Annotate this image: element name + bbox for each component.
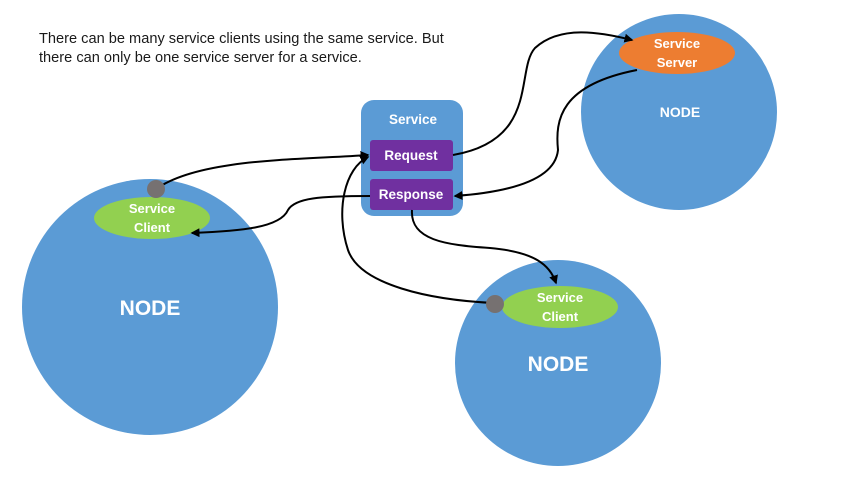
port-client-bottom: [486, 295, 504, 313]
arrow-client-bottom-to-request: [341, 156, 495, 304]
request-button: [370, 140, 453, 171]
request-label: Request: [384, 148, 438, 163]
arrow-server-to-response: [453, 69, 638, 200]
arrow-client-left-to-request: [155, 151, 370, 190]
node-left-label: NODE: [120, 297, 181, 320]
service-server-label-line1: Service: [654, 36, 700, 51]
node-left-circle: [22, 179, 278, 435]
service-client-bottom-ellipse: [502, 286, 618, 328]
service-client-bottom-label-line2: Client: [542, 309, 579, 324]
arrow-response-to-client-bottom: [410, 209, 558, 285]
service-server-label-line2: Server: [657, 55, 697, 70]
response-button: [370, 179, 453, 210]
port-client-left: [147, 180, 165, 198]
service-client-bottom-label-line1: Service: [537, 290, 583, 305]
node-top-right-label: NODE: [660, 104, 700, 120]
caption-text: There can be many service clients using …: [39, 30, 469, 68]
service-server-ellipse: [619, 32, 735, 74]
service-title: Service: [389, 112, 438, 127]
node-bottom-label: NODE: [528, 353, 589, 376]
caption-line-1: There can be many service clients using …: [39, 31, 444, 47]
arrow-response-to-client-left: [190, 195, 371, 238]
arrow-request-to-server: [452, 31, 634, 156]
response-label: Response: [379, 187, 444, 202]
caption-line-2: there can only be one service server for…: [39, 50, 362, 66]
service-client-left-label-line1: Service: [129, 201, 175, 216]
service-client-left-label-line2: Client: [134, 220, 171, 235]
service-client-left-ellipse: [94, 197, 210, 239]
